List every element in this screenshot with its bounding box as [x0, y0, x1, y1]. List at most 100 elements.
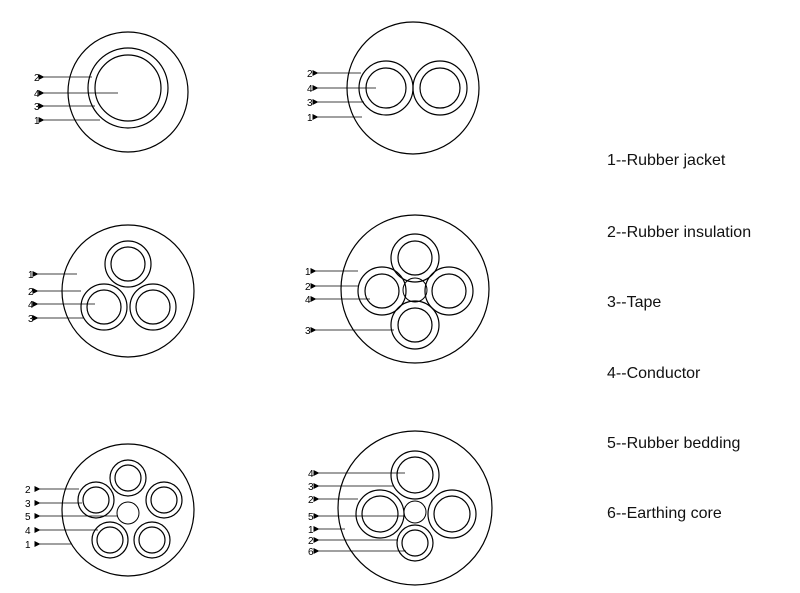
rubber-insulation [109, 459, 147, 497]
rubber-jacket [67, 31, 189, 153]
four-core-earth-cable: 4 3 2 5 1 2 6 [308, 430, 493, 586]
legend-separator: -- [615, 505, 627, 522]
label-1: 1 [305, 267, 311, 278]
label-2: 2 [25, 485, 31, 496]
leader-lines [310, 268, 394, 333]
rubber-insulation [357, 266, 407, 316]
legend-label: Rubber bedding [626, 435, 741, 452]
label-1: 1 [307, 113, 313, 124]
legend-number: 6 [607, 505, 616, 522]
conductor [135, 289, 171, 325]
rubber-insulation [412, 60, 468, 116]
legend-number: 5 [607, 435, 616, 452]
rubber-bedding [403, 500, 427, 524]
conductor [96, 526, 124, 554]
label-4: 4 [305, 295, 311, 306]
label-2: 2 [28, 287, 34, 298]
conductor [396, 456, 434, 494]
earthing-core-insulation [396, 524, 434, 562]
conductor [86, 289, 122, 325]
rubber-insulation [390, 450, 440, 500]
leader-lines [38, 74, 118, 123]
legend-separator: -- [615, 224, 627, 241]
legend-label: Conductor [626, 365, 701, 382]
rubber-bedding [116, 501, 140, 525]
earthing-core [401, 529, 429, 557]
rubber-jacket [337, 430, 493, 586]
five-core-cable: 2 3 5 4 1 [25, 443, 195, 577]
leader-lines [312, 70, 376, 120]
legend-label: Rubber insulation [626, 224, 752, 241]
rubber-jacket [340, 214, 490, 364]
conductor [82, 486, 110, 514]
conductor [150, 486, 178, 514]
legend-item-rubber-jacket: 1--Rubber jacket [607, 152, 725, 170]
label-4: 4 [25, 526, 31, 537]
conductor [397, 307, 433, 343]
legend-label: Earthing core [626, 505, 722, 522]
legend-number: 4 [607, 365, 616, 382]
label-2: 2 [305, 282, 311, 293]
leader-lines [34, 486, 118, 547]
rubber-insulation [355, 489, 405, 539]
label-4: 4 [34, 89, 40, 100]
rubber-insulation [80, 283, 128, 331]
label-1: 1 [25, 540, 31, 551]
label-2: 2 [307, 69, 313, 80]
rubber-jacket [61, 443, 195, 577]
conductor [364, 273, 400, 309]
rubber-insulation [145, 481, 183, 519]
label-3: 3 [34, 102, 40, 113]
legend-number: 2 [607, 224, 616, 241]
legend-number: 1 [607, 152, 616, 169]
conductor [397, 240, 433, 276]
label-3: 3 [307, 98, 313, 109]
conductor [431, 273, 467, 309]
rubber-insulation [87, 47, 169, 129]
legend-item-conductor: 4--Conductor [607, 365, 700, 383]
legend-item-tape: 3--Tape [607, 294, 661, 312]
legend-separator: -- [615, 152, 627, 169]
rubber-insulation [77, 481, 115, 519]
conductor [419, 67, 461, 109]
label-2: 2 [308, 495, 314, 506]
label-1: 1 [28, 270, 34, 281]
rubber-insulation [133, 521, 171, 559]
two-core-cable: 2 4 3 1 [307, 21, 480, 155]
label-4: 4 [28, 300, 34, 311]
label-3: 3 [28, 314, 34, 325]
legend-separator: -- [615, 365, 627, 382]
conductor [433, 495, 471, 533]
single-core-cable: 2 4 3 1 [34, 31, 189, 153]
label-5: 5 [25, 512, 31, 523]
legend-label: Tape [626, 294, 662, 311]
conductor [114, 464, 142, 492]
rubber-insulation [390, 233, 440, 283]
conductor [94, 54, 162, 122]
legend-item-rubber-insulation: 2--Rubber insulation [607, 224, 751, 242]
rubber-bedding [402, 277, 428, 303]
rubber-insulation [427, 489, 477, 539]
legend-separator: -- [615, 294, 627, 311]
legend-separator: -- [615, 435, 627, 452]
conductor [110, 246, 146, 282]
legend-label: Rubber jacket [626, 152, 726, 169]
conductor [361, 495, 399, 533]
four-core-cable: 1 2 4 3 [305, 214, 490, 364]
legend-item-earthing-core: 6--Earthing core [607, 505, 722, 523]
leader-lines [32, 271, 95, 321]
leader-lines [313, 470, 406, 554]
rubber-insulation [104, 240, 152, 288]
rubber-insulation [390, 300, 440, 350]
rubber-insulation [91, 521, 129, 559]
three-core-cable: 1 2 4 3 [28, 224, 195, 358]
label-2: 2 [34, 73, 40, 84]
rubber-insulation [424, 266, 474, 316]
label-6: 6 [308, 547, 314, 558]
legend-number: 3 [607, 294, 616, 311]
label-4: 4 [308, 469, 314, 480]
rubber-jacket [61, 224, 195, 358]
label-2: 2 [308, 536, 314, 547]
conductor [138, 526, 166, 554]
